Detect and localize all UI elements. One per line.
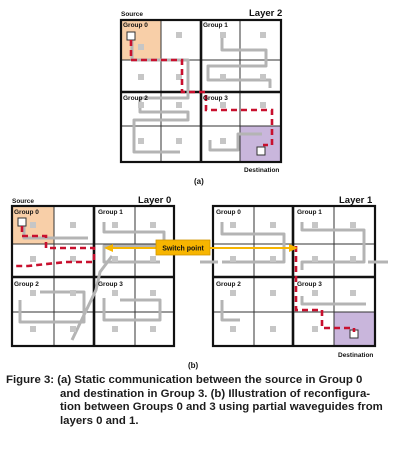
destination-label: Destination <box>244 167 279 174</box>
diagram-b-layer0: Source Layer 0 Group 0 Group 1 Group 2 G… <box>10 195 176 348</box>
group-label: Group 2 <box>14 281 39 288</box>
source-node <box>126 31 136 41</box>
layer-label: Layer 2 <box>249 8 282 19</box>
arrow-left-icon <box>104 244 113 252</box>
switch-point-badge <box>155 239 211 256</box>
layer-label: Layer 0 <box>138 195 171 206</box>
group-label: Group 0 <box>216 209 241 216</box>
waveguide-nodes <box>138 32 266 144</box>
group-label: Group 0 <box>14 209 39 216</box>
source-node <box>17 217 27 227</box>
caption-line: and destination in Group 3. (b) Illustra… <box>60 387 371 400</box>
source-label: Source <box>121 11 143 18</box>
group-label: Group 2 <box>216 281 241 288</box>
waveguide-nodes <box>230 222 356 332</box>
arrow-right-icon <box>289 244 298 252</box>
caption-line: Figure 3: (a) Static communication betwe… <box>6 374 363 386</box>
switch-point: Switch point <box>104 239 298 256</box>
caption-line: tion between Groups 0 and 3 using partia… <box>60 401 383 414</box>
figure-diagrams: Source Layer 2 Group 0 Group 1 Group 2 G… <box>10 8 388 370</box>
communication-path <box>14 226 96 268</box>
waveguide-nodes <box>30 222 156 332</box>
group-label: Group 3 <box>297 281 322 288</box>
destination-node <box>256 146 266 156</box>
source-label: Source <box>12 198 34 205</box>
group-label: Group 3 <box>98 281 123 288</box>
group-label: Group 2 <box>123 95 148 102</box>
switch-point-label: Switch point <box>162 246 204 253</box>
group-label: Group 1 <box>98 209 123 216</box>
diagram-a: Source Layer 2 Group 0 Group 1 Group 2 G… <box>119 8 282 186</box>
destination-cell <box>240 126 281 162</box>
layer-label: Layer 1 <box>339 195 373 206</box>
group-label: Group 1 <box>203 22 228 29</box>
group-label: Group 0 <box>123 22 148 29</box>
diagram-b-layer1: Layer 1 Group 0 Group 1 Group 2 Group 3 … <box>200 195 388 359</box>
group-label: Group 3 <box>203 95 228 102</box>
panel-label: (a) <box>194 177 204 186</box>
communication-path <box>129 40 274 147</box>
caption-line: layers 0 and 1. <box>60 414 139 427</box>
group-label: Group 1 <box>297 209 322 216</box>
figure-caption: Figure 3: (a) Static communication betwe… <box>6 374 394 440</box>
destination-label: Destination <box>338 352 373 359</box>
communication-path <box>294 246 356 332</box>
panel-label: (b) <box>188 361 199 370</box>
